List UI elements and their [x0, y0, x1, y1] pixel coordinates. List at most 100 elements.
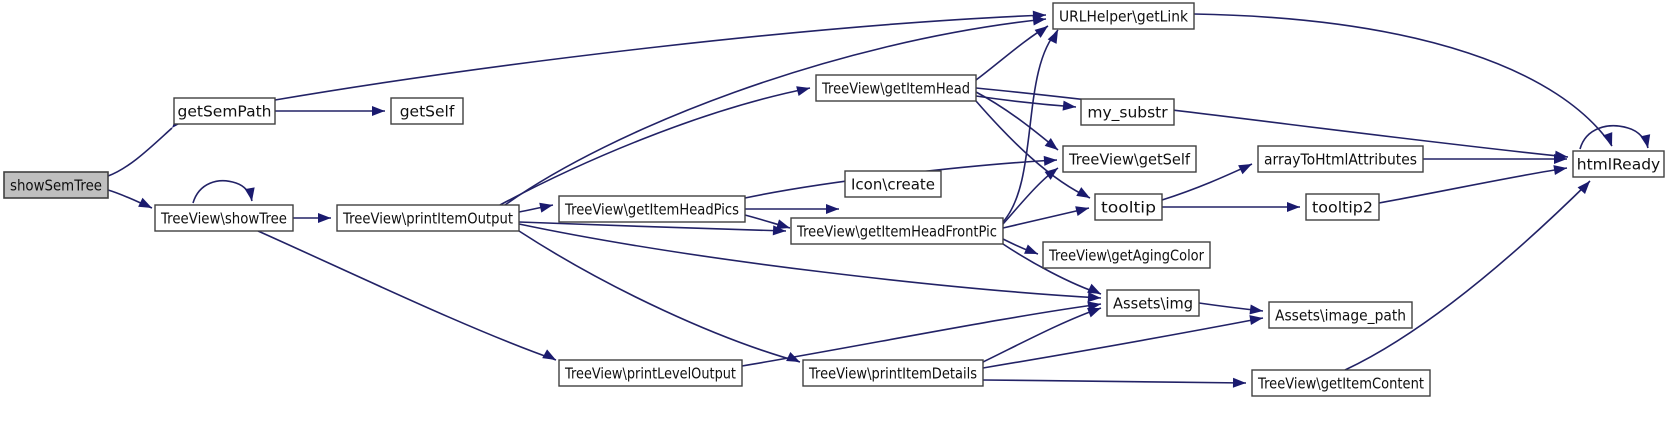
- node-box-printItemDetails[interactable]: [802, 359, 984, 387]
- node-label-getAgingColor: TreeView\getAgingColor: [1048, 247, 1204, 265]
- node-label-getItemHeadPics: TreeView\getItemHeadPics: [564, 201, 739, 219]
- arrowhead-icon: [1554, 154, 1567, 164]
- edge-getItemHead-to-urlHelperGetLink: [975, 25, 1049, 81]
- graph-node-iconCreate[interactable]: Icon\create: [844, 170, 942, 198]
- arrowhead-icon: [1076, 187, 1090, 198]
- node-box-getItemContent[interactable]: [1251, 369, 1431, 397]
- graph-node-printItemDetails[interactable]: TreeView\printItemDetails: [802, 359, 984, 387]
- arrowhead-icon: [1249, 304, 1263, 315]
- edge-getSemPath-to-urlHelperGetLink: [274, 14, 1047, 101]
- node-box-urlHelperGetLink[interactable]: [1052, 2, 1195, 30]
- graph-node-tooltip[interactable]: tooltip: [1094, 193, 1163, 221]
- graph-node-getItemHead[interactable]: TreeView\getItemHead: [815, 74, 977, 102]
- edges-layer: [107, 13, 1649, 384]
- graph-node-showSemTree[interactable]: showSemTree: [3, 171, 109, 199]
- arrowhead-icon: [372, 106, 385, 116]
- arrowhead-icon: [1044, 168, 1058, 180]
- graph-node-getItemContent[interactable]: TreeView\getItemContent: [1251, 369, 1431, 397]
- graph-node-assetsImg[interactable]: Assets\img: [1106, 289, 1200, 317]
- node-box-tooltip[interactable]: [1094, 193, 1163, 221]
- arrowhead-icon: [826, 204, 839, 214]
- node-box-mySubstr[interactable]: [1080, 98, 1175, 126]
- graph-node-getSemPath[interactable]: getSemPath: [173, 97, 276, 125]
- edge-printItemDetails-to-assetsImg: [982, 307, 1102, 363]
- node-box-tooltip2[interactable]: [1305, 193, 1380, 221]
- graph-node-mySubstr[interactable]: my_substr: [1080, 98, 1175, 126]
- graph-node-urlHelperGetLink[interactable]: URLHelper\getLink: [1052, 2, 1195, 30]
- node-box-getAgingColor[interactable]: [1042, 241, 1211, 269]
- node-label-arrayToHtmlAttributes: arrayToHtmlAttributes: [1264, 151, 1417, 169]
- node-box-getSemPath[interactable]: [173, 97, 276, 125]
- arrowhead-icon: [542, 349, 556, 360]
- arrowhead-icon: [1602, 132, 1613, 146]
- edge-printItemOutput-to-getItemHead: [499, 87, 811, 206]
- node-box-htmlReady[interactable]: [1572, 150, 1665, 178]
- node-box-showTree[interactable]: [154, 204, 294, 232]
- node-label-tooltip2: tooltip2: [1312, 199, 1373, 217]
- edge-getItemHead-to-tooltip: [975, 100, 1091, 199]
- arrowhead-icon: [244, 187, 255, 201]
- arrowhead-icon: [1087, 292, 1101, 303]
- node-label-showTree: TreeView\showTree: [160, 210, 287, 228]
- edge-getItemHeadFrontPic-to-tooltip: [1002, 207, 1090, 229]
- edge-showSemTree-to-getSemPath: [107, 127, 173, 177]
- node-box-printItemOutput[interactable]: [336, 204, 520, 232]
- graph-node-getAgingColor[interactable]: TreeView\getAgingColor: [1042, 241, 1211, 269]
- node-box-assetsImagePath[interactable]: [1268, 301, 1413, 329]
- node-box-showSemTree[interactable]: [3, 171, 109, 199]
- node-label-mySubstr: my_substr: [1087, 104, 1168, 123]
- arrowhead-icon: [1024, 244, 1038, 254]
- node-label-printLevelOutput: TreeView\printLevelOutput: [564, 365, 736, 383]
- arrowhead-icon: [1044, 138, 1058, 150]
- node-label-getSelf: getSelf: [400, 103, 455, 121]
- arrowhead-icon: [1232, 377, 1246, 388]
- arrowhead-icon: [1287, 202, 1300, 212]
- arrowhead-icon: [1553, 165, 1567, 175]
- arrowhead-icon: [1640, 134, 1651, 148]
- graph-node-printItemOutput[interactable]: TreeView\printItemOutput: [336, 204, 520, 232]
- node-box-getSelfTV[interactable]: [1062, 145, 1197, 173]
- edge-showTree-to-showTree: [192, 179, 253, 204]
- node-box-getItemHeadFrontPic[interactable]: [790, 217, 1004, 245]
- graph-node-showTree[interactable]: TreeView\showTree: [154, 204, 294, 232]
- node-label-urlHelperGetLink: URLHelper\getLink: [1059, 8, 1188, 26]
- node-label-iconCreate: Icon\create: [851, 176, 935, 194]
- graph-node-printLevelOutput[interactable]: TreeView\printLevelOutput: [558, 359, 743, 387]
- node-box-getSelf[interactable]: [390, 97, 464, 125]
- node-box-iconCreate[interactable]: [844, 170, 942, 198]
- node-box-printLevelOutput[interactable]: [558, 359, 743, 387]
- edge-getItemHeadFrontPic-to-urlHelperGetLink: [1002, 29, 1059, 223]
- graph-node-assetsImagePath[interactable]: Assets\image_path: [1268, 301, 1413, 329]
- graph-node-arrayToHtmlAttributes[interactable]: arrayToHtmlAttributes: [1257, 145, 1424, 173]
- edge-tooltip2-to-htmlReady: [1378, 167, 1568, 204]
- graph-node-getItemHeadPics[interactable]: TreeView\getItemHeadPics: [558, 195, 746, 223]
- node-label-printItemOutput: TreeView\printItemOutput: [342, 210, 513, 228]
- arrowhead-icon: [786, 351, 800, 362]
- nodes-layer: showSemTree getSemPath getSelfTreeView\sho…: [3, 2, 1665, 397]
- edge-printItemOutput-to-getItemHeadFrontPic: [518, 221, 787, 232]
- node-label-getSelfTV: TreeView\getSelf: [1068, 151, 1190, 169]
- arrowhead-icon: [1062, 100, 1076, 111]
- arrowhead-icon: [1043, 155, 1057, 166]
- graph-node-getSelfTV[interactable]: TreeView\getSelf: [1062, 145, 1197, 173]
- node-box-getItemHead[interactable]: [815, 74, 977, 102]
- arrowhead-icon: [1238, 164, 1252, 175]
- arrowhead-icon: [1032, 15, 1046, 26]
- graph-node-getSelf[interactable]: getSelf: [390, 97, 464, 125]
- arrowhead-icon: [1034, 26, 1048, 38]
- node-label-getItemHeadFrontPic: TreeView\getItemHeadFrontPic: [796, 223, 997, 241]
- node-box-getItemHeadPics[interactable]: [558, 195, 746, 223]
- node-box-assetsImg[interactable]: [1106, 289, 1200, 317]
- graph-node-getItemHeadFrontPic[interactable]: TreeView\getItemHeadFrontPic: [790, 217, 1004, 245]
- arrowhead-icon: [138, 197, 152, 208]
- node-box-arrayToHtmlAttributes[interactable]: [1257, 145, 1424, 173]
- node-label-printItemDetails: TreeView\printItemDetails: [808, 365, 977, 383]
- graph-node-htmlReady[interactable]: htmlReady: [1572, 150, 1665, 178]
- arrowheads-layer: [138, 10, 1651, 388]
- edge-printItemDetails-to-assetsImagePath: [982, 317, 1264, 369]
- node-label-getItemContent: TreeView\getItemContent: [1257, 375, 1424, 393]
- edge-printItemDetails-to-getItemContent: [982, 379, 1247, 384]
- graph-node-tooltip2[interactable]: tooltip2: [1305, 193, 1380, 221]
- node-label-assetsImagePath: Assets\image_path: [1275, 307, 1406, 326]
